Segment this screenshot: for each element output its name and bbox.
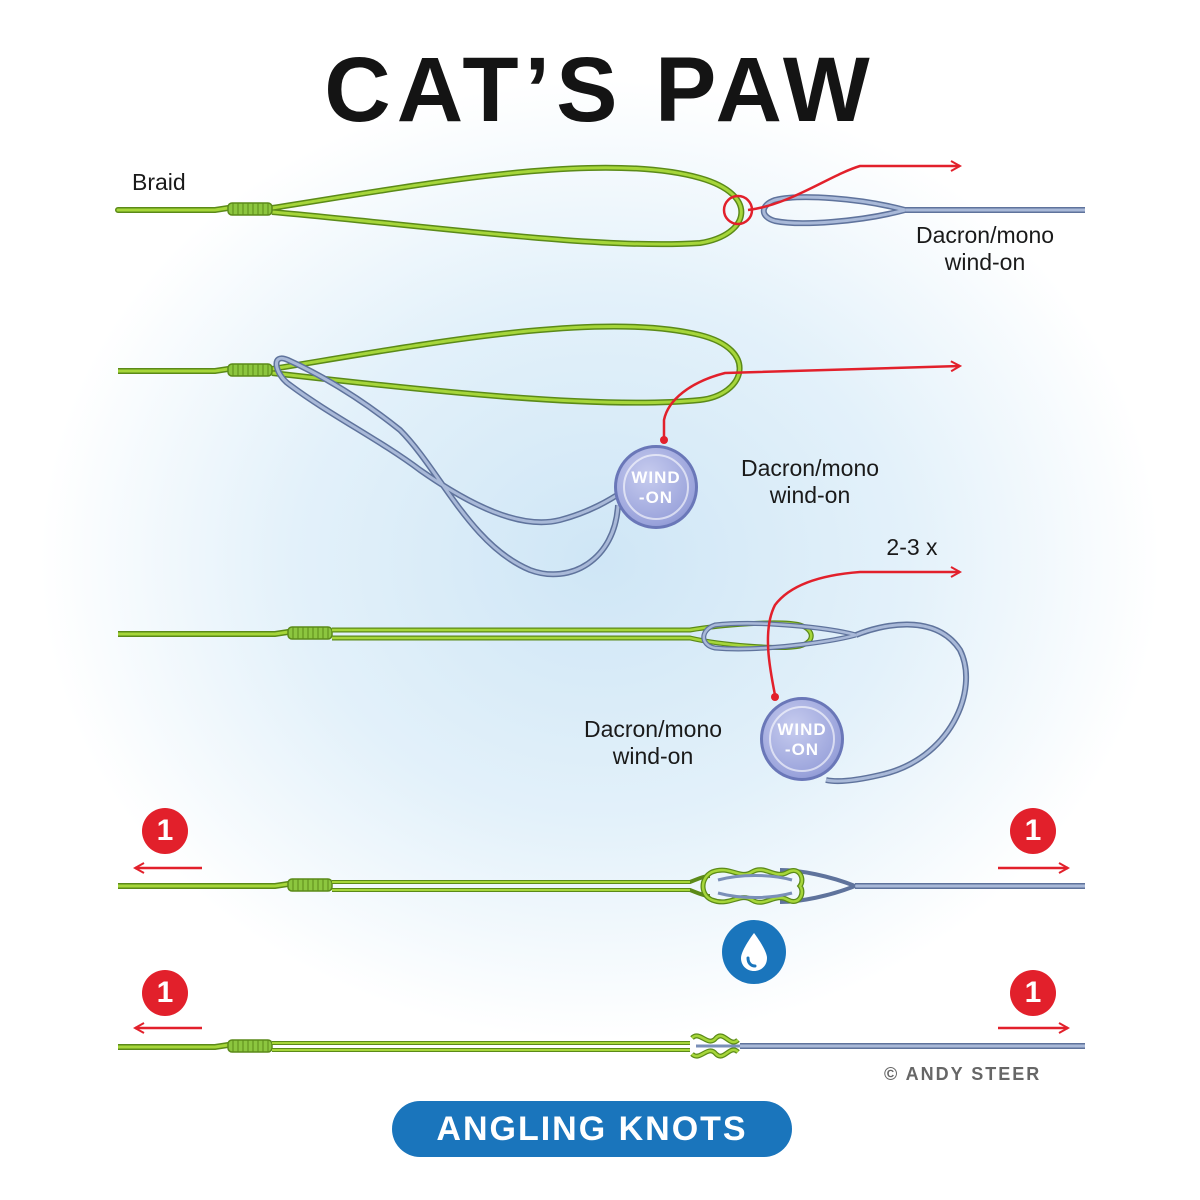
step-4 — [118, 868, 1085, 905]
pull-badge-right: 1 — [1010, 970, 1056, 1016]
step-3 — [118, 572, 970, 785]
page-title: CAT’S PAW — [324, 39, 876, 141]
windon-spool-disc: WIND -ON — [760, 697, 844, 781]
finished-knot — [690, 1033, 740, 1059]
step1-windon-label: Dacron/mono wind-on — [915, 222, 1055, 275]
windon-loop — [825, 621, 970, 785]
pull-badge-right: 1 — [1010, 808, 1056, 854]
repeat-count-label: 2-3 x — [886, 534, 938, 560]
copyright-credit: © ANDY STEER — [884, 1064, 1042, 1084]
pull-arrow — [747, 166, 960, 212]
pull-arrow — [766, 572, 960, 696]
braid-loop — [271, 164, 745, 248]
step3-windon-label: Dacron/mono wind-on — [583, 716, 723, 769]
step2-windon-label: Dacron/mono wind-on — [740, 455, 880, 508]
step-1 — [115, 164, 1085, 248]
disc-ring — [769, 706, 835, 772]
pull-arrow — [662, 366, 960, 440]
step-5 — [118, 1028, 1085, 1059]
disc-label: WIND -ON — [631, 468, 681, 507]
pull-badge-left: 1 — [142, 808, 188, 854]
braid-loop — [332, 620, 814, 650]
pull-badge-left: 1 — [142, 970, 188, 1016]
series-footer-badge: ANGLING KNOTS — [392, 1101, 792, 1157]
disc-ring — [623, 454, 689, 520]
braid-binding — [227, 202, 273, 216]
step-2 — [118, 323, 960, 578]
windon-spool-disc: WIND -ON — [614, 445, 698, 529]
water-drop-icon — [722, 920, 786, 984]
disc-label: WIND -ON — [777, 720, 827, 759]
braid-label: Braid — [132, 169, 186, 195]
